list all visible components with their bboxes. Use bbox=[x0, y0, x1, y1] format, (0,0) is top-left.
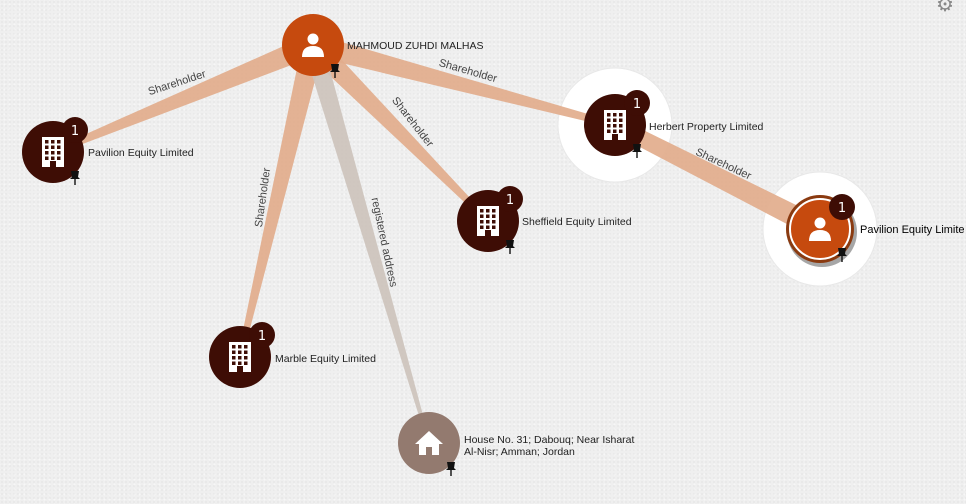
pin-icon[interactable] bbox=[837, 248, 847, 262]
node-label: Pavilion Equity Limite bbox=[860, 224, 965, 236]
node-label: Marble Equity Limited bbox=[275, 353, 376, 365]
node-label: Al-Nisr; Amman; Jordan bbox=[464, 446, 575, 458]
building-icon bbox=[229, 342, 251, 372]
pin-icon[interactable] bbox=[330, 64, 340, 78]
edge-mahmoud-pavilion1[interactable] bbox=[51, 34, 318, 155]
building-icon bbox=[477, 206, 499, 236]
person-icon-body bbox=[809, 230, 831, 241]
count-badge-text: 1 bbox=[633, 97, 641, 112]
pin-icon[interactable] bbox=[505, 240, 515, 254]
pin-icon[interactable] bbox=[446, 462, 456, 476]
node-circle[interactable] bbox=[282, 14, 344, 76]
node-label: Pavilion Equity Limited bbox=[88, 147, 194, 159]
count-badge bbox=[62, 117, 88, 143]
building-icon bbox=[42, 137, 64, 167]
count-badge-text: 1 bbox=[838, 201, 846, 216]
node-label: MAHMOUD ZUHDI MALHAS bbox=[347, 40, 484, 52]
edge-layer: ShareholderShareholderShareholderShareho… bbox=[51, 34, 825, 444]
count-badge bbox=[829, 194, 855, 220]
count-badge bbox=[249, 322, 275, 348]
count-badge-text: 1 bbox=[506, 193, 514, 208]
edge-mahmoud-sheffield[interactable] bbox=[305, 37, 490, 223]
count-badge bbox=[624, 90, 650, 116]
house-icon bbox=[415, 431, 443, 455]
person-icon-body bbox=[302, 46, 324, 57]
count-badge-text: 1 bbox=[258, 329, 266, 344]
node-mahmoud[interactable]: MAHMOUD ZUHDI MALHAS bbox=[282, 14, 484, 78]
person-icon-head bbox=[307, 33, 319, 45]
pin-icon[interactable] bbox=[70, 171, 80, 185]
person-icon-head bbox=[814, 217, 826, 229]
pin-icon[interactable] bbox=[632, 144, 642, 158]
edge-herbert-pavilion2[interactable] bbox=[611, 117, 825, 239]
edge-mahmoud-herbert[interactable] bbox=[310, 34, 616, 128]
building-icon bbox=[604, 110, 626, 140]
node-label: Herbert Property Limited bbox=[649, 121, 764, 133]
node-house[interactable]: House No. 31; Dabouq; Near IsharatAl-Nis… bbox=[398, 412, 635, 476]
count-badge-text: 1 bbox=[71, 124, 79, 139]
edge-mahmoud-house[interactable] bbox=[303, 42, 431, 444]
edge-mahmoud-marble[interactable] bbox=[237, 42, 324, 358]
count-badge bbox=[497, 186, 523, 212]
node-label: Sheffield Equity Limited bbox=[522, 216, 632, 228]
gear-icon[interactable]: ⚙ bbox=[936, 0, 954, 16]
node-label: House No. 31; Dabouq; Near Isharat bbox=[464, 434, 635, 446]
